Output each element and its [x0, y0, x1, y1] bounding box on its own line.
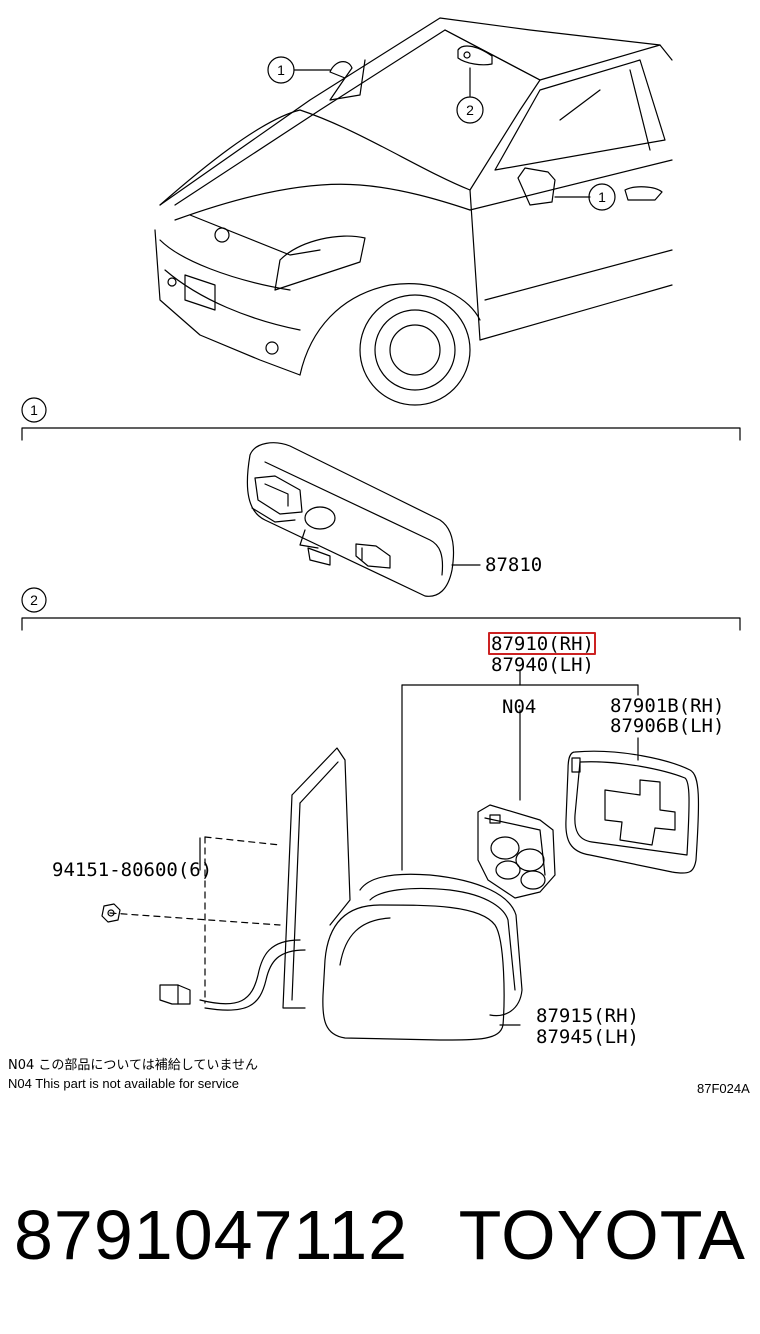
label-87901b-rh: 87901B(RH) [610, 695, 724, 717]
section-2-bracket [21, 617, 741, 631]
inner-mirror-illustration [246, 442, 455, 597]
svg-text:1: 1 [277, 62, 285, 78]
section-2-marker: 2 [21, 587, 47, 613]
part-number: 8791047112 [14, 1196, 409, 1274]
callout-circle-1-car: 1 [267, 56, 295, 84]
callout-circle-2-car: 2 [456, 96, 484, 124]
footer: 8791047112 TOYOTA [14, 1190, 746, 1280]
label-87810: 87810 [485, 554, 542, 576]
label-n04: N04 [502, 696, 536, 718]
label-94151-80600: 94151-80600(6) [52, 859, 212, 881]
note-english: N04 This part is not available for servi… [8, 1076, 239, 1091]
svg-text:1: 1 [30, 402, 38, 418]
label-87910-rh: 87910(RH) [491, 633, 594, 655]
svg-text:2: 2 [30, 592, 38, 608]
label-87906b-lh: 87906B(LH) [610, 715, 724, 737]
note-japanese: N04 この部品については補給していません [8, 1058, 258, 1073]
section-1-bracket [21, 427, 741, 441]
figure-code: 87F024A [697, 1081, 750, 1096]
label-87915-rh: 87915(RH) [536, 1005, 639, 1027]
label-87940-lh: 87940(LH) [491, 654, 594, 676]
highlight-box [488, 632, 596, 655]
actuator-illustration [477, 804, 556, 899]
car-illustration [154, 17, 673, 406]
section-1-marker: 1 [21, 397, 47, 423]
door-mirror-illustration [109, 747, 523, 1041]
label-87945-lh: 87945(LH) [536, 1026, 639, 1048]
mirror-glass-illustration [565, 750, 700, 874]
svg-text:2: 2 [466, 102, 474, 118]
bolt-illustration [101, 903, 121, 923]
parts-diagram: 1 2 1 1 2 87810 87910(RH) 87940(LH) N04 … [8, 17, 750, 1096]
callout-circle-1-door: 1 [588, 183, 616, 211]
brand-name: TOYOTA [458, 1196, 746, 1274]
svg-text:1: 1 [598, 189, 606, 205]
